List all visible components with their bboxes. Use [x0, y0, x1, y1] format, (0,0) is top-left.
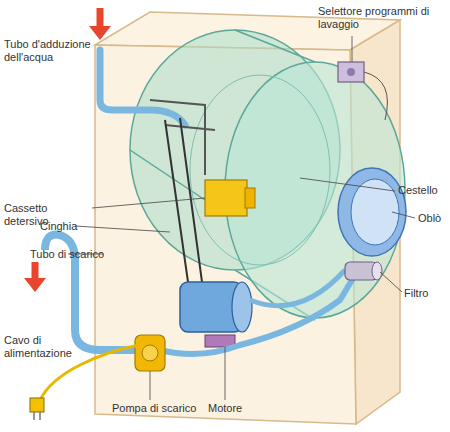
part-label: Cinghia — [40, 220, 80, 233]
program-selector — [338, 62, 364, 82]
pump-cap — [142, 345, 158, 361]
drawer-handle — [245, 188, 255, 208]
sump-hose — [250, 270, 345, 306]
plug-pins — [34, 412, 40, 420]
part-label: Selettore programmi di lavaggio — [318, 5, 448, 31]
porthole-ring — [338, 168, 406, 256]
part-label: Pompa di scarico — [112, 402, 202, 415]
drum-front — [225, 62, 405, 318]
inlet-pipe — [100, 50, 185, 125]
plug — [30, 398, 44, 412]
part-label: Cavo di alimentazione — [4, 334, 84, 360]
outflow-arrow-head — [24, 278, 46, 292]
part-label: Motore — [208, 402, 258, 415]
inflow-arrow-shaft — [97, 8, 104, 28]
leader-lines — [68, 36, 415, 400]
part-label: Oblò — [418, 212, 450, 225]
selector-knob — [347, 68, 355, 76]
detergent-drawer — [205, 180, 247, 216]
part-label: Tubo di scarico — [30, 248, 120, 261]
part-label: Tubo d'adduzione dell'acqua — [4, 38, 94, 64]
selector-wire — [364, 72, 387, 120]
drum-inner — [190, 75, 330, 265]
part-label: Cestello — [398, 184, 450, 197]
motor-end — [232, 282, 252, 332]
porthole-glass — [351, 179, 399, 245]
part-label: Filtro — [404, 287, 450, 300]
drain-pump — [135, 335, 165, 371]
inflow-arrow-head — [89, 26, 111, 40]
outflow-arrow-shaft — [32, 262, 39, 280]
filter-cap — [372, 262, 382, 280]
